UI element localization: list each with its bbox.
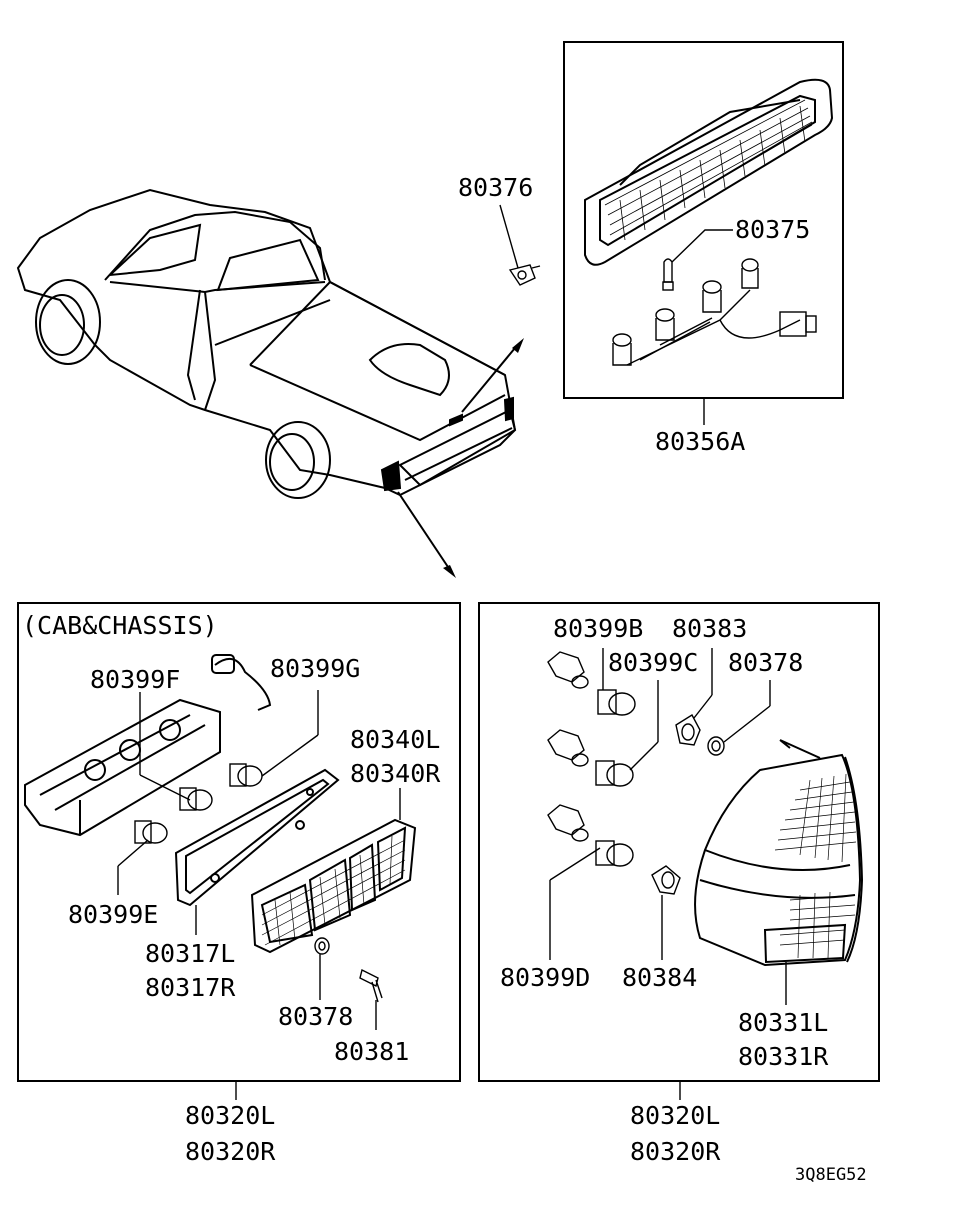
- bulb-80399B: [597, 689, 636, 716]
- washer-80378-left: [314, 937, 330, 955]
- part-label-80375: 80375: [735, 215, 810, 244]
- screw-80381: [359, 968, 383, 1003]
- part-label-80340L: 80340L: [350, 725, 440, 754]
- assembly-label-left-80320R: 80320R: [185, 1137, 276, 1166]
- part-label-80331L: 80331L: [738, 1008, 828, 1037]
- part-label-80381: 80381: [334, 1037, 409, 1066]
- figure-code: 3Q8EG52: [795, 1165, 867, 1185]
- assembly-label-80356A: 80356A: [655, 427, 745, 456]
- left-box-leader-lines: [117, 690, 401, 1030]
- part-label-80340R: 80340R: [350, 759, 441, 788]
- bulb-80399D: [595, 840, 634, 867]
- rear-combination-lamp-housing: [24, 654, 272, 837]
- pointer-arrows: [397, 338, 524, 578]
- cab-chassis-heading: (CAB&CHASSIS): [22, 611, 218, 640]
- socket-80399D: [547, 804, 589, 842]
- part-label-80378-right: 80378: [728, 648, 803, 677]
- lamp-lens-pattern: [604, 99, 813, 243]
- lens-80340-grid: [261, 835, 406, 946]
- part-label-80376: 80376: [458, 173, 533, 202]
- tail-lamp-80331: [694, 739, 864, 967]
- tail-lamp-box: [478, 602, 880, 1082]
- grommet-80384: [651, 865, 681, 895]
- assembly-label-right-80320L: 80320L: [630, 1101, 720, 1130]
- bulb-80399F: [179, 787, 213, 811]
- part-label-80399B: 80399B: [553, 614, 643, 643]
- part-label-80399C: 80399C: [608, 648, 698, 677]
- part-label-80399D: 80399D: [500, 963, 590, 992]
- lamp-lens-80340: [250, 818, 417, 954]
- assembly-label-left-80320L: 80320L: [185, 1101, 275, 1130]
- lamp-gasket-80317: [174, 768, 340, 907]
- tail-lamp-grid: [774, 773, 857, 959]
- assembly-label-right-80320R: 80320R: [630, 1137, 721, 1166]
- grommet-80383: [675, 714, 701, 746]
- high-mount-stop-lamp: [584, 78, 834, 266]
- pickup-truck-illustration: [16, 188, 517, 499]
- clip-80376-shape: [508, 264, 541, 286]
- socket-80399B: [547, 651, 589, 689]
- cab-chassis-box: [17, 602, 461, 1082]
- bulb-80399C: [595, 760, 634, 787]
- part-label-80384: 80384: [622, 963, 697, 992]
- part-label-80399F: 80399F: [90, 665, 180, 694]
- socket-80399C: [547, 729, 589, 767]
- wedge-bulb-80375: [662, 258, 674, 291]
- part-label-80331R: 80331R: [738, 1042, 829, 1071]
- bulb-80399G: [229, 763, 263, 787]
- washer-80378-right: [707, 736, 725, 756]
- right-box-leader-lines: [549, 648, 787, 1005]
- part-label-80399G: 80399G: [270, 654, 360, 683]
- part-label-80378-left: 80378: [278, 1002, 353, 1031]
- lamp-harness-sockets: [612, 258, 817, 366]
- part-label-80399E: 80399E: [68, 900, 158, 929]
- part-label-80317L: 80317L: [145, 939, 235, 968]
- bulb-80399E: [134, 820, 168, 844]
- part-label-80383: 80383: [672, 614, 747, 643]
- part-label-80317R: 80317R: [145, 973, 236, 1002]
